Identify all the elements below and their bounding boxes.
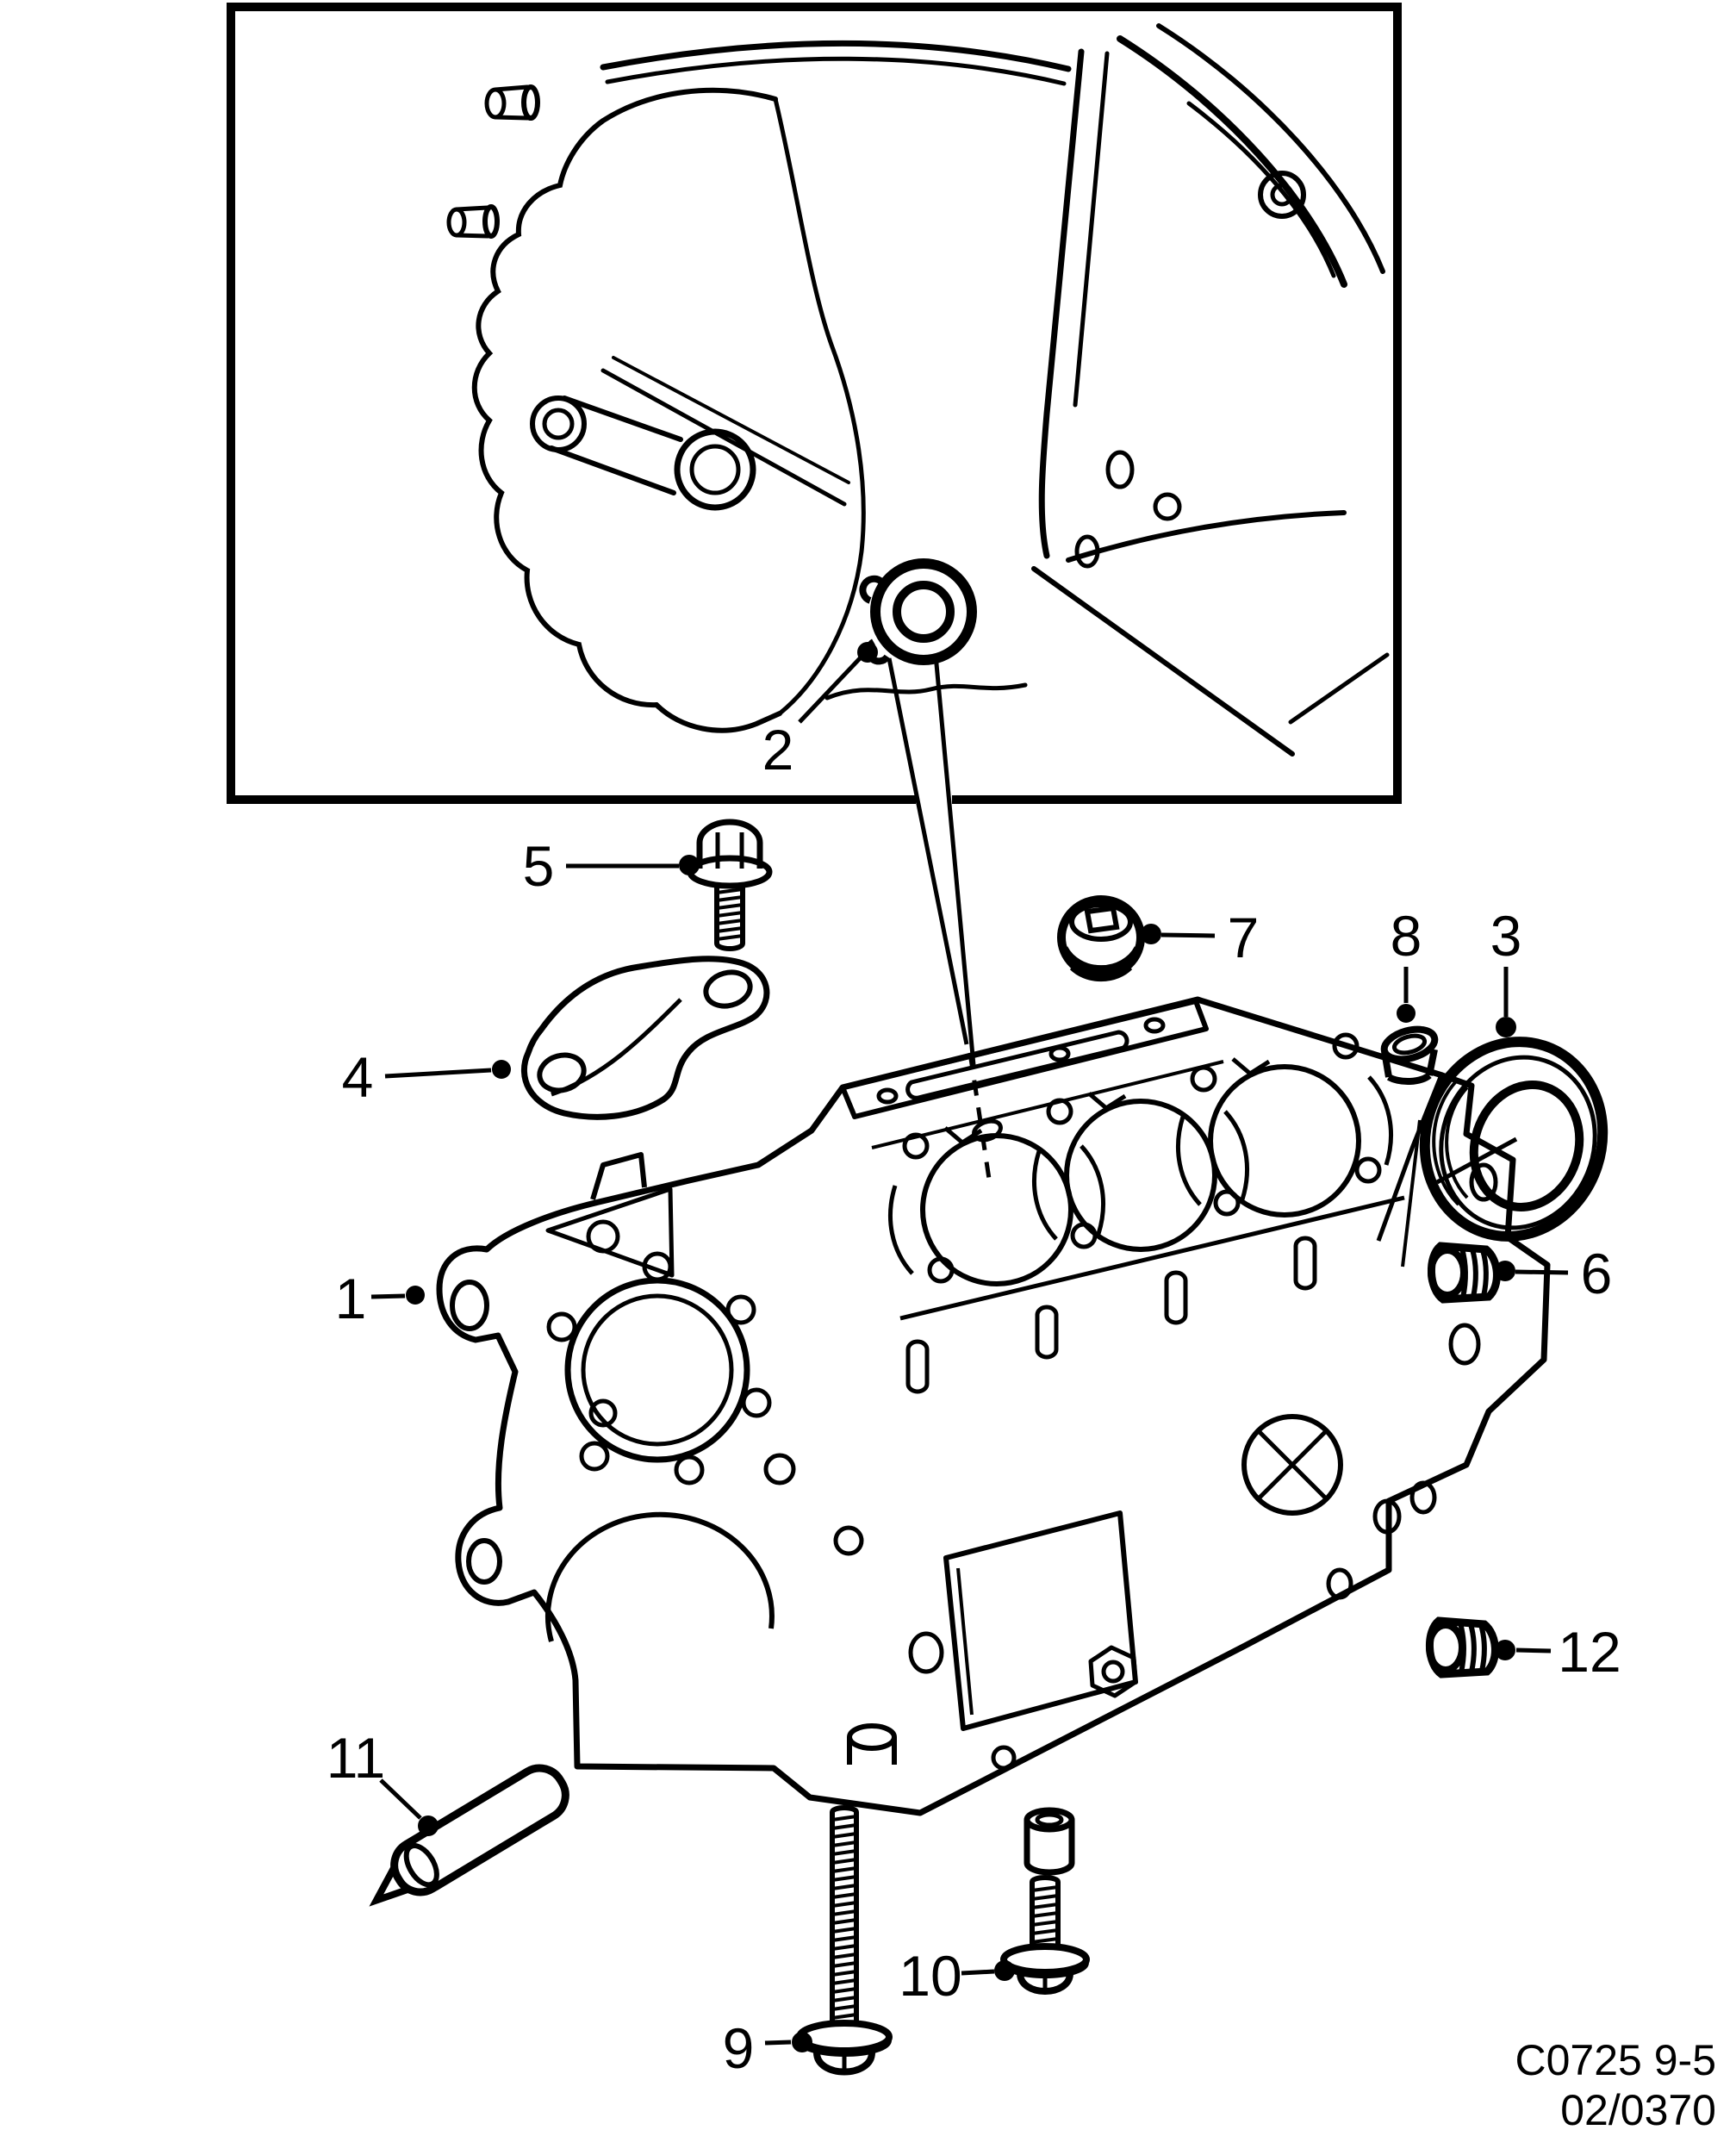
engine-block-drawing	[436, 996, 1551, 1816]
callout-9-leader	[764, 2040, 792, 2046]
figure-code: C0725 9-5	[1515, 2036, 1717, 2084]
figure-ref: 02/0370	[1560, 2086, 1716, 2130]
callout-6-dot	[1495, 1261, 1515, 1281]
callout-10: 10	[899, 1944, 1015, 2008]
callout-7-dot	[1141, 924, 1161, 944]
callout-12-leader	[1515, 1647, 1552, 1654]
callout-3: 3	[1490, 904, 1522, 1037]
callout-2-dot	[857, 642, 878, 663]
callout-6-label: 6	[1581, 1242, 1613, 1305]
callout-4-dot	[492, 1060, 511, 1079]
bolt-9-drawing	[796, 1805, 893, 2076]
bolt-5-drawing	[687, 819, 773, 951]
callout-12-dot	[1495, 1640, 1515, 1660]
callout-1: 1	[335, 1267, 425, 1330]
callout-7-leader	[1160, 932, 1216, 938]
callout-3-label: 3	[1490, 904, 1522, 968]
callout-9: 9	[723, 2016, 812, 2080]
callout-10-leader	[961, 1969, 995, 1976]
callout-1-leader	[370, 1293, 406, 1299]
callout-8-label: 8	[1391, 904, 1422, 968]
callout-2-leader	[798, 655, 863, 724]
callout-6: 6	[1495, 1242, 1612, 1305]
callout-7: 7	[1141, 906, 1259, 969]
callout-12: 12	[1495, 1620, 1621, 1684]
callout-3-dot	[1496, 1017, 1516, 1037]
callout-4-label: 4	[342, 1045, 374, 1109]
callout-12-label: 12	[1558, 1620, 1621, 1684]
callout-10-dot	[994, 1960, 1015, 1981]
callout-11-dot	[418, 1815, 439, 1836]
plug-7-drawing	[1057, 895, 1145, 982]
inset-box-border	[227, 3, 1402, 804]
callout-5-dot	[679, 855, 700, 875]
plug-12-drawing	[1425, 1616, 1499, 1678]
callout-5: 5	[523, 834, 700, 898]
callout-8-dot	[1397, 1004, 1416, 1023]
callout-9-label: 9	[723, 2016, 755, 2080]
sleeve-10-drawing	[1024, 1807, 1075, 1876]
callout-5-label: 5	[523, 834, 555, 898]
callout-4: 4	[342, 1045, 511, 1109]
callout-1-dot	[406, 1286, 425, 1305]
callout-2-label: 2	[762, 718, 794, 782]
pin-11-drawing	[369, 1764, 569, 1907]
bolt-10-drawing	[1000, 1875, 1090, 1995]
callout-4-leader	[384, 1068, 492, 1079]
seal-3-drawing	[1419, 1037, 1608, 1242]
callout-11-leader	[379, 1778, 422, 1820]
callout-6-leader	[1515, 1269, 1569, 1275]
sealing-plug-2-drawing	[859, 558, 977, 665]
callout-11-label: 11	[327, 1726, 386, 1790]
callout-7-label: 7	[1228, 906, 1260, 969]
bracket-4-drawing	[521, 956, 770, 1120]
callout-10-label: 10	[899, 1944, 961, 2008]
callout-1-label: 1	[335, 1267, 367, 1330]
callout-11: 11	[327, 1726, 439, 1836]
inset-locator-lines	[887, 654, 1003, 1180]
callout-9-dot	[792, 2032, 812, 2052]
inset-assembly-drawing	[446, 23, 1390, 757]
plug-6-drawing	[1427, 1242, 1501, 1304]
bushing-8-drawing	[1380, 1025, 1439, 1086]
callout-8: 8	[1391, 904, 1422, 1023]
callout-2: 2	[762, 642, 878, 782]
